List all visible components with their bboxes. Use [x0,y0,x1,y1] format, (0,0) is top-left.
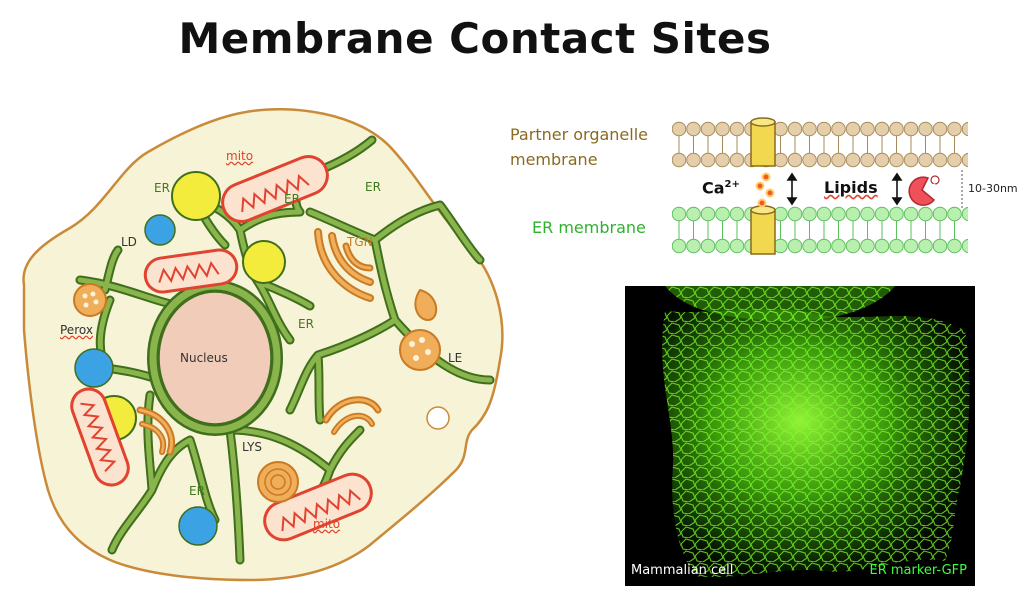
label-tgn: TGN [347,235,373,249]
label-ld: LD [121,235,137,249]
endosome-tubule [414,288,438,322]
vesicle [73,283,107,317]
lipids-label: Lipids [824,178,878,197]
calcium-charge: 2+ [724,179,740,190]
partner-channel [750,117,776,167]
mitochondrion [263,472,373,542]
micrograph-caption-right: ER marker-GFP [869,563,968,578]
label-er-3: ER [365,180,381,194]
golgi [322,396,382,435]
golgi [136,406,176,456]
partner-label-line2: membrane [510,150,598,169]
label-le: LE [448,351,463,365]
label-er-4: ER [298,317,314,331]
mitochondrion [221,155,329,223]
exchange-arrow-ca [786,172,798,206]
vesicle [426,406,450,430]
calcium-text: Ca [702,178,725,198]
label-er-5: ER [189,484,205,498]
label-mito-top: mito [226,149,254,163]
er-bilayer [672,206,968,256]
lysosome [257,461,299,503]
label-nucleus: Nucleus [180,351,228,365]
label-er-1: ER [154,181,170,195]
mitochondrion [143,248,239,294]
lipid-droplet [242,240,286,284]
peroxisome [144,214,176,246]
er-membrane-label: ER membrane [532,218,646,237]
golgi-tgn [314,228,374,302]
lipid-transfer-protein-icon [908,175,940,206]
er-micrograph: Mammalian cell ER marker-GFP [625,286,975,586]
late-endosome [399,329,441,371]
nucleus [158,291,272,425]
peroxisome [178,506,218,546]
label-perox: Perox [60,323,93,337]
lipid-droplet [171,171,221,221]
micrograph-image [662,286,970,578]
label-er-2: ER [284,192,300,206]
exchange-arrow-lipids [891,172,903,206]
micrograph-caption-left: Mammalian cell [631,563,734,578]
distance-label: 10-30nm [968,182,1018,195]
partner-membrane-label: Partner organelle membrane [510,122,648,172]
label-lys: LYS [242,440,263,454]
calcium-label: Ca2+ [702,180,740,196]
er-channel [750,205,776,255]
label-mito-bottom: mito [313,517,341,531]
partner-label-line1: Partner organelle [510,125,648,144]
peroxisome [74,348,114,388]
partner-bilayer [672,120,968,170]
mitochondrion [70,387,130,487]
calcium-ions [755,172,775,208]
page-title: Membrane Contact Sites [178,14,772,63]
